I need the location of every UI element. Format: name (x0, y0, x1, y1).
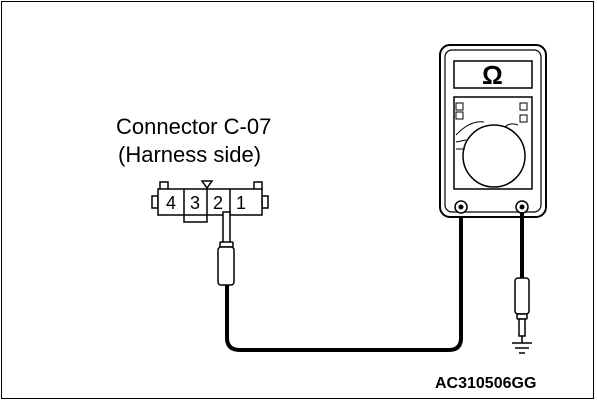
ground-probe-icon (514, 277, 530, 337)
test-probe-icon (217, 211, 235, 286)
pin-4-label: 4 (166, 193, 176, 213)
ohm-symbol: Ω (482, 60, 503, 90)
connector-title: Connector C-07 (116, 114, 271, 139)
figure-code: AC310506GG (435, 375, 536, 392)
connector-c07-icon (151, 180, 269, 223)
pin-2-label: 2 (213, 193, 223, 213)
multimeter-icon (439, 44, 547, 218)
pin-3-label: 3 (190, 193, 200, 213)
test-lead-wire (225, 210, 463, 352)
pin-1-label: 1 (236, 193, 246, 213)
ground-symbol-icon (512, 336, 532, 354)
connector-subtitle: (Harness side) (118, 142, 261, 167)
